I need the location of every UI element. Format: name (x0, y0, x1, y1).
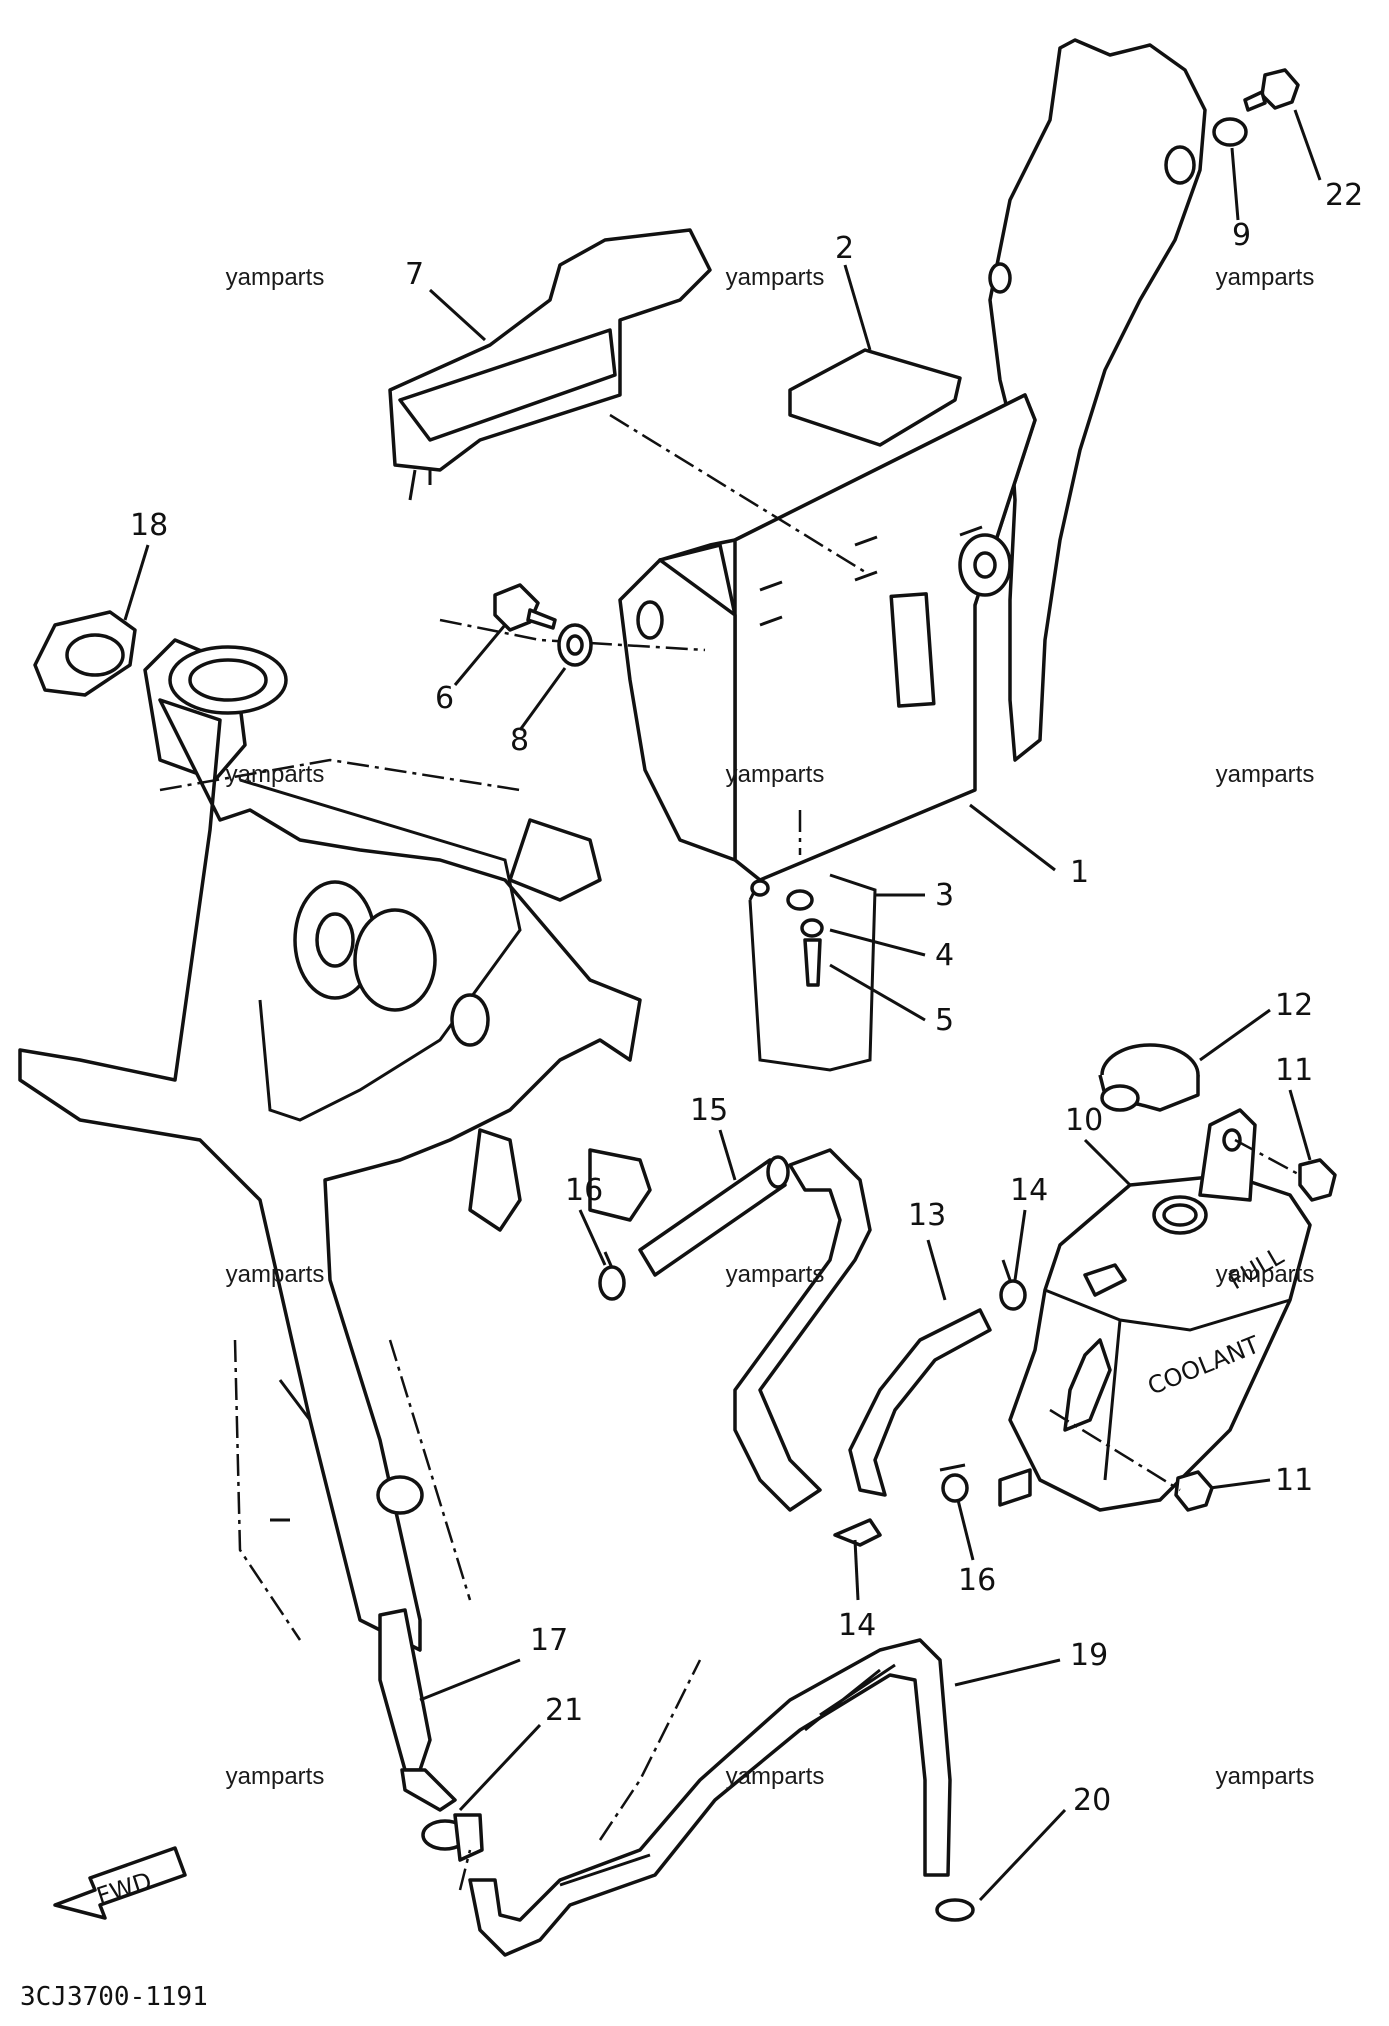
battery-band (748, 873, 877, 1072)
callout-leader-c17 (419, 1658, 521, 1702)
reservoir-cap (1098, 1043, 1200, 1112)
callout-leader-c8 (518, 667, 567, 731)
callout-leader-c20 (978, 1808, 1067, 1902)
watermark-text: yamparts (725, 761, 825, 788)
callout-leader-c10 (1083, 1138, 1132, 1187)
callout-numbers: 1234567891011111213141415161617181920212… (130, 178, 1363, 1818)
callout-leader-c16a (578, 1209, 607, 1266)
callout-number-c21: 21 (545, 1693, 583, 1728)
callout-number-c4: 4 (935, 938, 954, 973)
callout-leader-c18 (123, 544, 150, 621)
callout-leader-c15 (718, 1129, 737, 1181)
callout-number-c12: 12 (1275, 988, 1313, 1023)
callout-number-c16a: 16 (565, 1173, 603, 1208)
side-cover-bracket (988, 38, 1207, 762)
callout-number-c1: 1 (1070, 855, 1089, 890)
callout-number-c14a: 14 (1010, 1173, 1048, 1208)
callout-leader-c16b (956, 1499, 975, 1561)
watermark-text: yamparts (225, 1261, 325, 1288)
callout-number-c19: 19 (1070, 1638, 1108, 1673)
callout-number-c16b: 16 (958, 1563, 996, 1598)
callout-number-c3: 3 (935, 878, 954, 913)
callout-number-c15: 15 (690, 1093, 728, 1128)
watermark-text: yamparts (725, 1261, 825, 1288)
callout-leader-c21 (458, 1723, 542, 1812)
callout-leader-c5 (829, 963, 926, 1022)
frame (18, 638, 652, 1652)
callout-leader-c11a (1288, 1089, 1312, 1161)
watermark-text: yamparts (225, 1763, 325, 1790)
callout-number-c8: 8 (510, 723, 529, 758)
rubber-pad (788, 348, 962, 447)
callout-number-c10: 10 (1065, 1103, 1103, 1138)
watermark-text: yamparts (225, 264, 325, 291)
coolant-reservoir: FULL COOLANT (998, 1108, 1312, 1512)
hose-clips (598, 1251, 1027, 1547)
callout-number-c17: 17 (530, 1623, 568, 1658)
callout-leader-c7 (428, 288, 487, 342)
watermark-text: yamparts (1215, 1261, 1315, 1288)
drain-hose (468, 1638, 952, 1957)
watermark-text: yamparts (1215, 761, 1315, 788)
callout-number-c11b: 11 (1275, 1463, 1313, 1498)
watermark-text: yamparts (725, 1763, 825, 1790)
callout-leaders (123, 109, 1322, 1902)
callout-number-c6: 6 (435, 681, 454, 716)
overflow-hose (638, 1148, 872, 1512)
callout-leader-c11b (1209, 1478, 1271, 1490)
callout-number-c20: 20 (1073, 1783, 1111, 1818)
watermark-text: yamparts (1215, 1763, 1315, 1790)
callout-leader-c14a (1013, 1209, 1027, 1281)
callout-number-c5: 5 (935, 1003, 954, 1038)
routing-line-2 (598, 1659, 702, 1841)
callout-leader-c1 (969, 803, 1056, 872)
callout-number-c11a: 11 (1275, 1053, 1313, 1088)
drawing-code: 3CJ3700-1191 (20, 1982, 208, 2012)
callout-leader-c13 (926, 1239, 947, 1301)
fwd-arrow-icon: FWD (53, 1846, 187, 1920)
reservoir-bolts (1049, 1138, 1337, 1512)
callout-number-c22: 22 (1325, 178, 1363, 213)
assembly-guide-1 (609, 413, 871, 577)
battery-cover (388, 228, 712, 501)
watermark-text: yamparts (725, 264, 825, 291)
callout-leader-c12 (1199, 1008, 1271, 1062)
callout-leader-c22 (1293, 109, 1322, 181)
callout-leader-c4 (829, 928, 926, 957)
drain-tube (378, 1608, 484, 1862)
tank-hose (848, 1308, 992, 1497)
watermark-text: yamparts (225, 761, 325, 788)
callout-leader-c6 (453, 624, 507, 686)
callout-leader-c19 (954, 1658, 1061, 1687)
frame-cap (33, 610, 137, 697)
bolt-and-washer-top (1212, 68, 1300, 147)
callout-number-c13: 13 (908, 1198, 946, 1233)
callout-number-c7: 7 (405, 257, 424, 292)
routing-line-1 (458, 1849, 472, 1891)
hose-clip-20 (935, 1898, 975, 1922)
callout-leader-c2 (843, 264, 872, 351)
callout-number-c18: 18 (130, 508, 168, 543)
callout-leader-c9 (1230, 147, 1240, 221)
callout-number-c14b: 14 (838, 1608, 876, 1643)
bolt-and-collar (493, 583, 593, 667)
callout-leader-c14b (853, 1539, 860, 1601)
battery-box (618, 393, 1037, 882)
watermark-text: yamparts (1215, 264, 1315, 291)
callout-number-c2: 2 (835, 231, 854, 266)
callout-number-c9: 9 (1232, 218, 1251, 253)
